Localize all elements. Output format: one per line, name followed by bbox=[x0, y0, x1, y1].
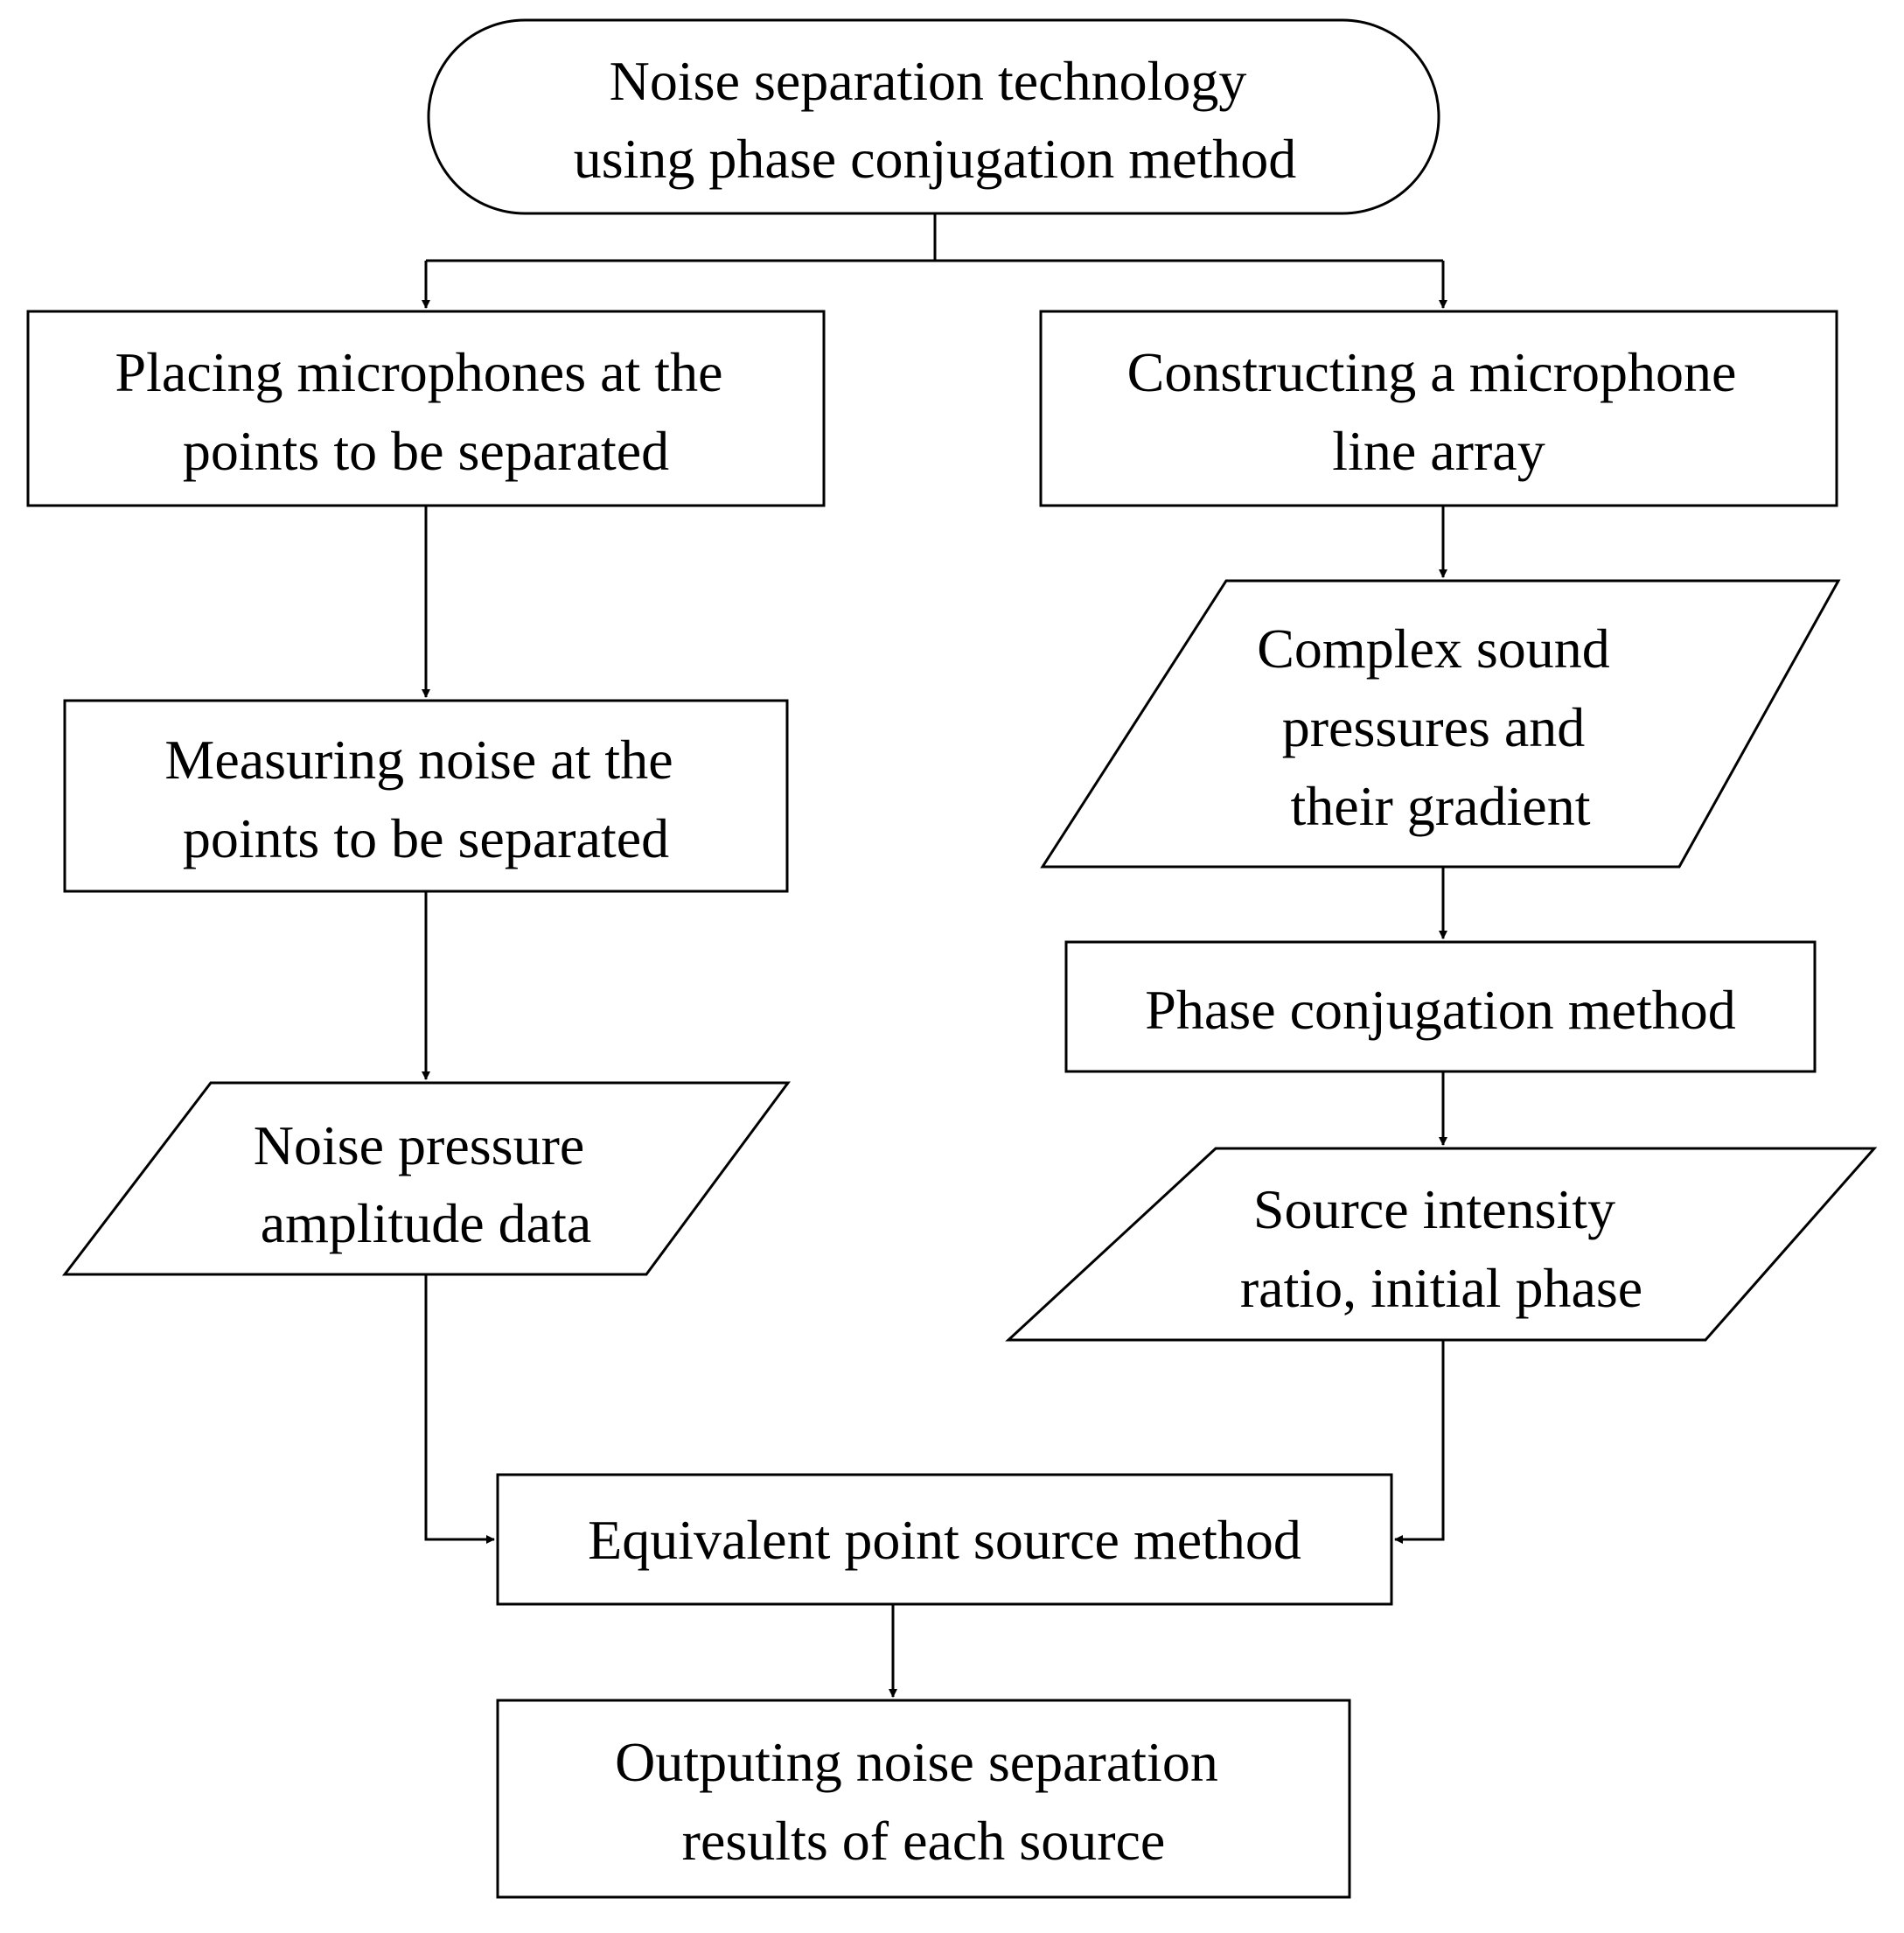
node-line: Outputing noise separation bbox=[615, 1731, 1218, 1793]
node-line: Source intensity bbox=[1253, 1178, 1615, 1240]
node-line: amplitude data bbox=[261, 1192, 592, 1254]
process-box bbox=[1064, 940, 1817, 1073]
node-line: pressures and bbox=[1282, 696, 1586, 758]
node-equivalent-point-source: Equivalent point source method bbox=[496, 1473, 1393, 1606]
connectors bbox=[422, 213, 1447, 1698]
node-line: Measuring noise at the bbox=[164, 729, 673, 791]
node-source-intensity-text: Source intensity ratio, initial phase bbox=[1240, 1178, 1642, 1319]
process-box bbox=[63, 699, 789, 893]
node-measuring-noise: Measuring noise at the points to be sepa… bbox=[63, 699, 789, 893]
node-complex-pressures: Complex sound pressures and their gradie… bbox=[1040, 579, 1841, 869]
node-phase-conjugation: Phase conjugation method bbox=[1064, 940, 1817, 1073]
data-parallelogram bbox=[61, 1081, 791, 1276]
node-line: Constructing a microphone bbox=[1127, 341, 1737, 403]
edge-start-branch bbox=[426, 213, 1443, 262]
data-parallelogram bbox=[1005, 1147, 1878, 1342]
node-line: Noise pressure bbox=[254, 1114, 585, 1176]
node-complex-pressures-text: Complex sound pressures and their gradie… bbox=[1257, 618, 1624, 837]
node-output-results: Outputing noise separation results of ea… bbox=[496, 1699, 1351, 1899]
node-constructing-array-text: Constructing a microphone line array bbox=[1127, 341, 1751, 482]
process-box bbox=[1039, 310, 1838, 507]
node-line: points to be separated bbox=[183, 420, 669, 482]
node-equivalent-point-source-text: Equivalent point source method bbox=[588, 1509, 1301, 1571]
process-box bbox=[26, 310, 826, 507]
data-parallelogram bbox=[1040, 579, 1841, 869]
node-placing-microphones: Placing microphones at the points to be … bbox=[26, 310, 826, 507]
node-phase-conjugation-text: Phase conjugation method bbox=[1145, 979, 1735, 1041]
node-source-intensity: Source intensity ratio, initial phase bbox=[1005, 1147, 1878, 1342]
node-noise-pressure-data: Noise pressure amplitude data bbox=[61, 1081, 791, 1276]
node-start: Noise separation technology using phase … bbox=[427, 18, 1440, 215]
node-output-results-text: Outputing noise separation results of ea… bbox=[615, 1731, 1232, 1872]
node-measuring-noise-text: Measuring noise at the points to be sepa… bbox=[164, 729, 687, 869]
terminator-shape bbox=[427, 18, 1440, 215]
edge-noise-data-to-equivalent bbox=[424, 1274, 495, 1544]
node-line: line array bbox=[1332, 420, 1545, 482]
node-constructing-array: Constructing a microphone line array bbox=[1039, 310, 1838, 507]
node-line: their gradient bbox=[1291, 775, 1591, 837]
process-box bbox=[496, 1473, 1393, 1606]
node-line: Equivalent point source method bbox=[588, 1509, 1301, 1571]
node-line: Complex sound bbox=[1257, 618, 1610, 680]
node-line: results of each source bbox=[682, 1810, 1166, 1872]
node-line: ratio, initial phase bbox=[1240, 1257, 1642, 1319]
node-noise-pressure-data-text: Noise pressure amplitude data bbox=[254, 1114, 599, 1254]
node-line: Phase conjugation method bbox=[1145, 979, 1735, 1041]
node-placing-microphones-text: Placing microphones at the points to be … bbox=[115, 341, 737, 482]
process-box bbox=[496, 1699, 1351, 1899]
node-line: using phase conjugation method bbox=[574, 128, 1297, 190]
node-line: Noise separation technology bbox=[610, 50, 1247, 112]
edge-source-intensity-to-equivalent bbox=[1394, 1340, 1445, 1544]
node-start-text: Noise separation technology using phase … bbox=[574, 50, 1297, 190]
node-line: points to be separated bbox=[183, 807, 669, 869]
node-line: Placing microphones at the bbox=[115, 341, 723, 403]
